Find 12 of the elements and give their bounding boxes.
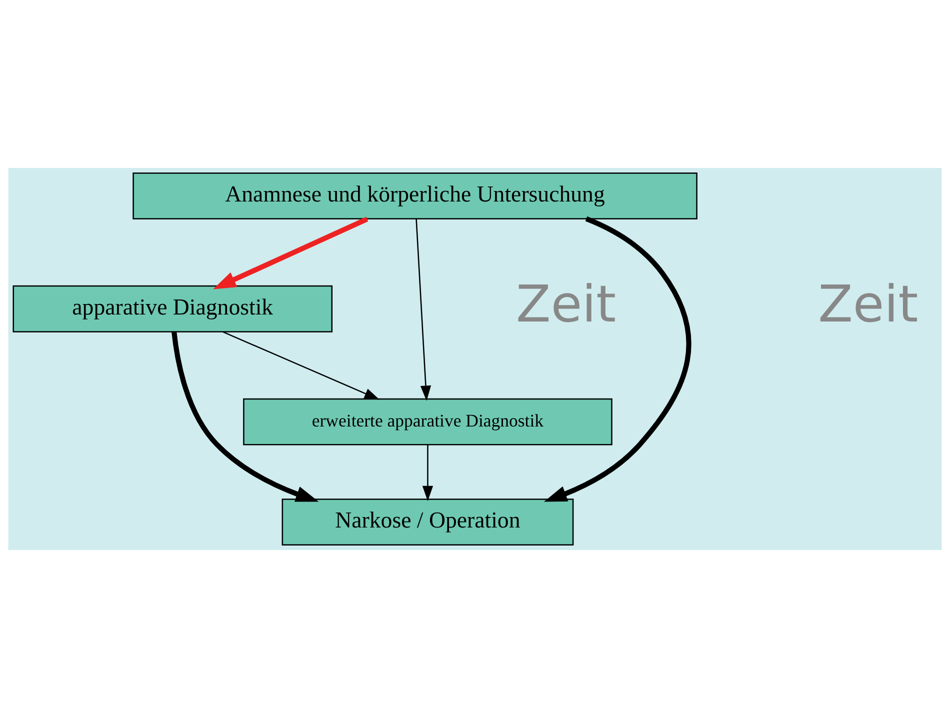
node-box: erweiterte apparative Diagnostik (243, 398, 612, 445)
arrow (422, 444, 434, 501)
arrow (416, 218, 432, 400)
arrow (213, 216, 368, 289)
node-box: apparative Diagnostik (12, 284, 333, 332)
arrow (544, 216, 692, 502)
arrow (172, 330, 319, 502)
node-box: Anamnese und körperliche Untersuchung (132, 172, 698, 219)
label: Zeit (818, 274, 918, 334)
label: Zeit (516, 274, 616, 334)
node-box: Narkose / Operation (282, 498, 574, 546)
arrow (222, 330, 380, 400)
